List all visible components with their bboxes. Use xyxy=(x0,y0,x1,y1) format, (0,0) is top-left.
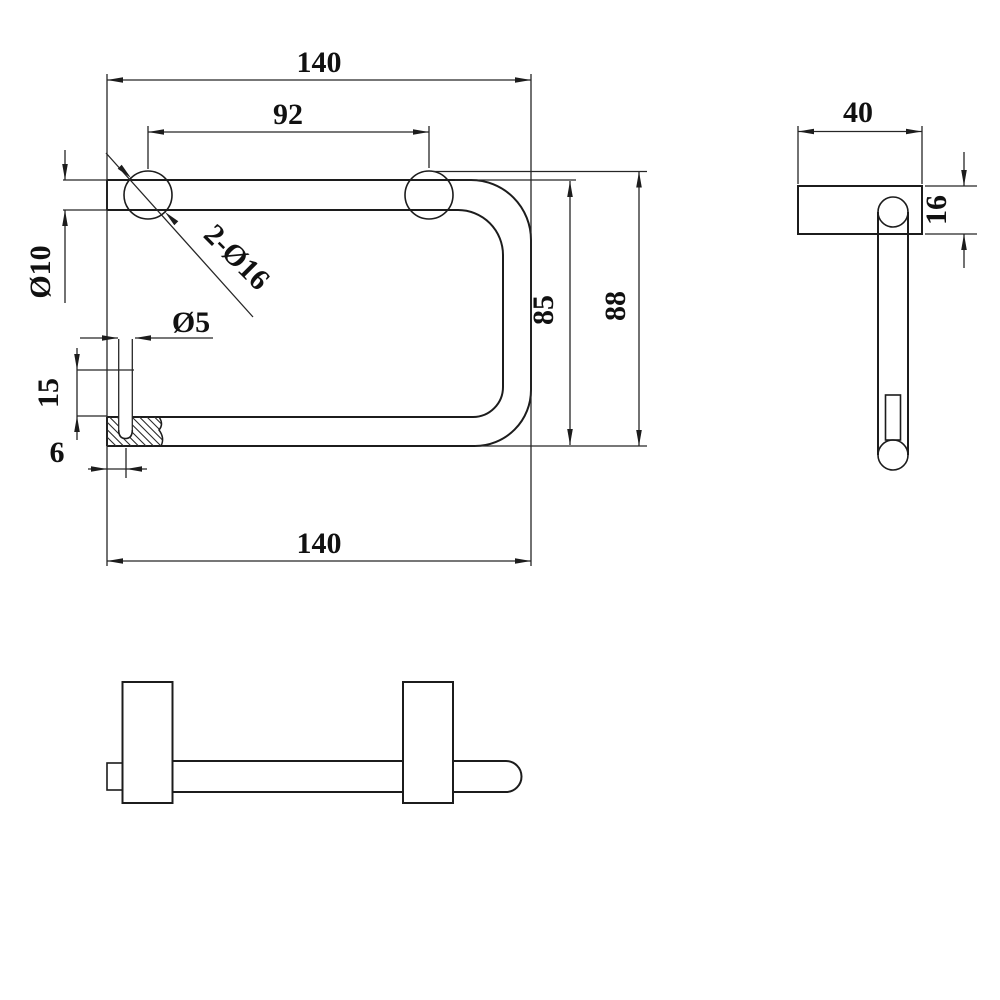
section-hatch xyxy=(107,417,163,446)
dim-bar-diameter-label: Ø10 xyxy=(24,245,57,298)
mount-block-right xyxy=(402,681,454,804)
wall-plate xyxy=(797,185,923,235)
side-view: 40 16 xyxy=(797,96,977,471)
dim-pin-hole-diameter-label: Ø5 xyxy=(172,306,210,339)
bottom-view xyxy=(106,681,523,804)
section-break-edge xyxy=(158,416,164,447)
pin-hole-bottom xyxy=(117,429,134,440)
mount-block-left xyxy=(121,681,174,804)
dim-88-label: 88 xyxy=(599,291,632,321)
front-view-arrows xyxy=(62,77,642,564)
dim-plate-thickness-label: 16 xyxy=(920,195,953,225)
bar-rounded-end xyxy=(505,760,523,793)
pin-hole-mask xyxy=(118,416,133,439)
dim-85-label: 85 xyxy=(527,295,560,325)
pin-slot xyxy=(884,394,902,441)
dim-mount-holes-label: 2-Ø16 xyxy=(197,218,276,297)
bar-end-circle xyxy=(877,439,909,471)
bar-end-stub xyxy=(106,762,124,791)
leader-2-d16 xyxy=(105,152,254,318)
dim-hole-spacing-label: 92 xyxy=(273,98,303,131)
dim-plate-width-label: 40 xyxy=(843,96,873,129)
side-view-arrows xyxy=(798,128,967,250)
pivot-circle xyxy=(877,196,909,228)
dim-pin-offset-label: 6 xyxy=(50,436,65,469)
front-view: 140 92 85 88 Ø10 2-Ø16 Ø5 15 6 140 xyxy=(24,46,647,566)
holder-inner-edge xyxy=(107,209,504,418)
dim-width-top-label: 140 xyxy=(297,46,342,79)
dim-pin-depth-label: 15 xyxy=(32,378,65,408)
dim-width-bottom-label: 140 xyxy=(297,527,342,560)
mount-hole-right xyxy=(404,170,454,220)
mount-hole-left xyxy=(123,170,173,220)
